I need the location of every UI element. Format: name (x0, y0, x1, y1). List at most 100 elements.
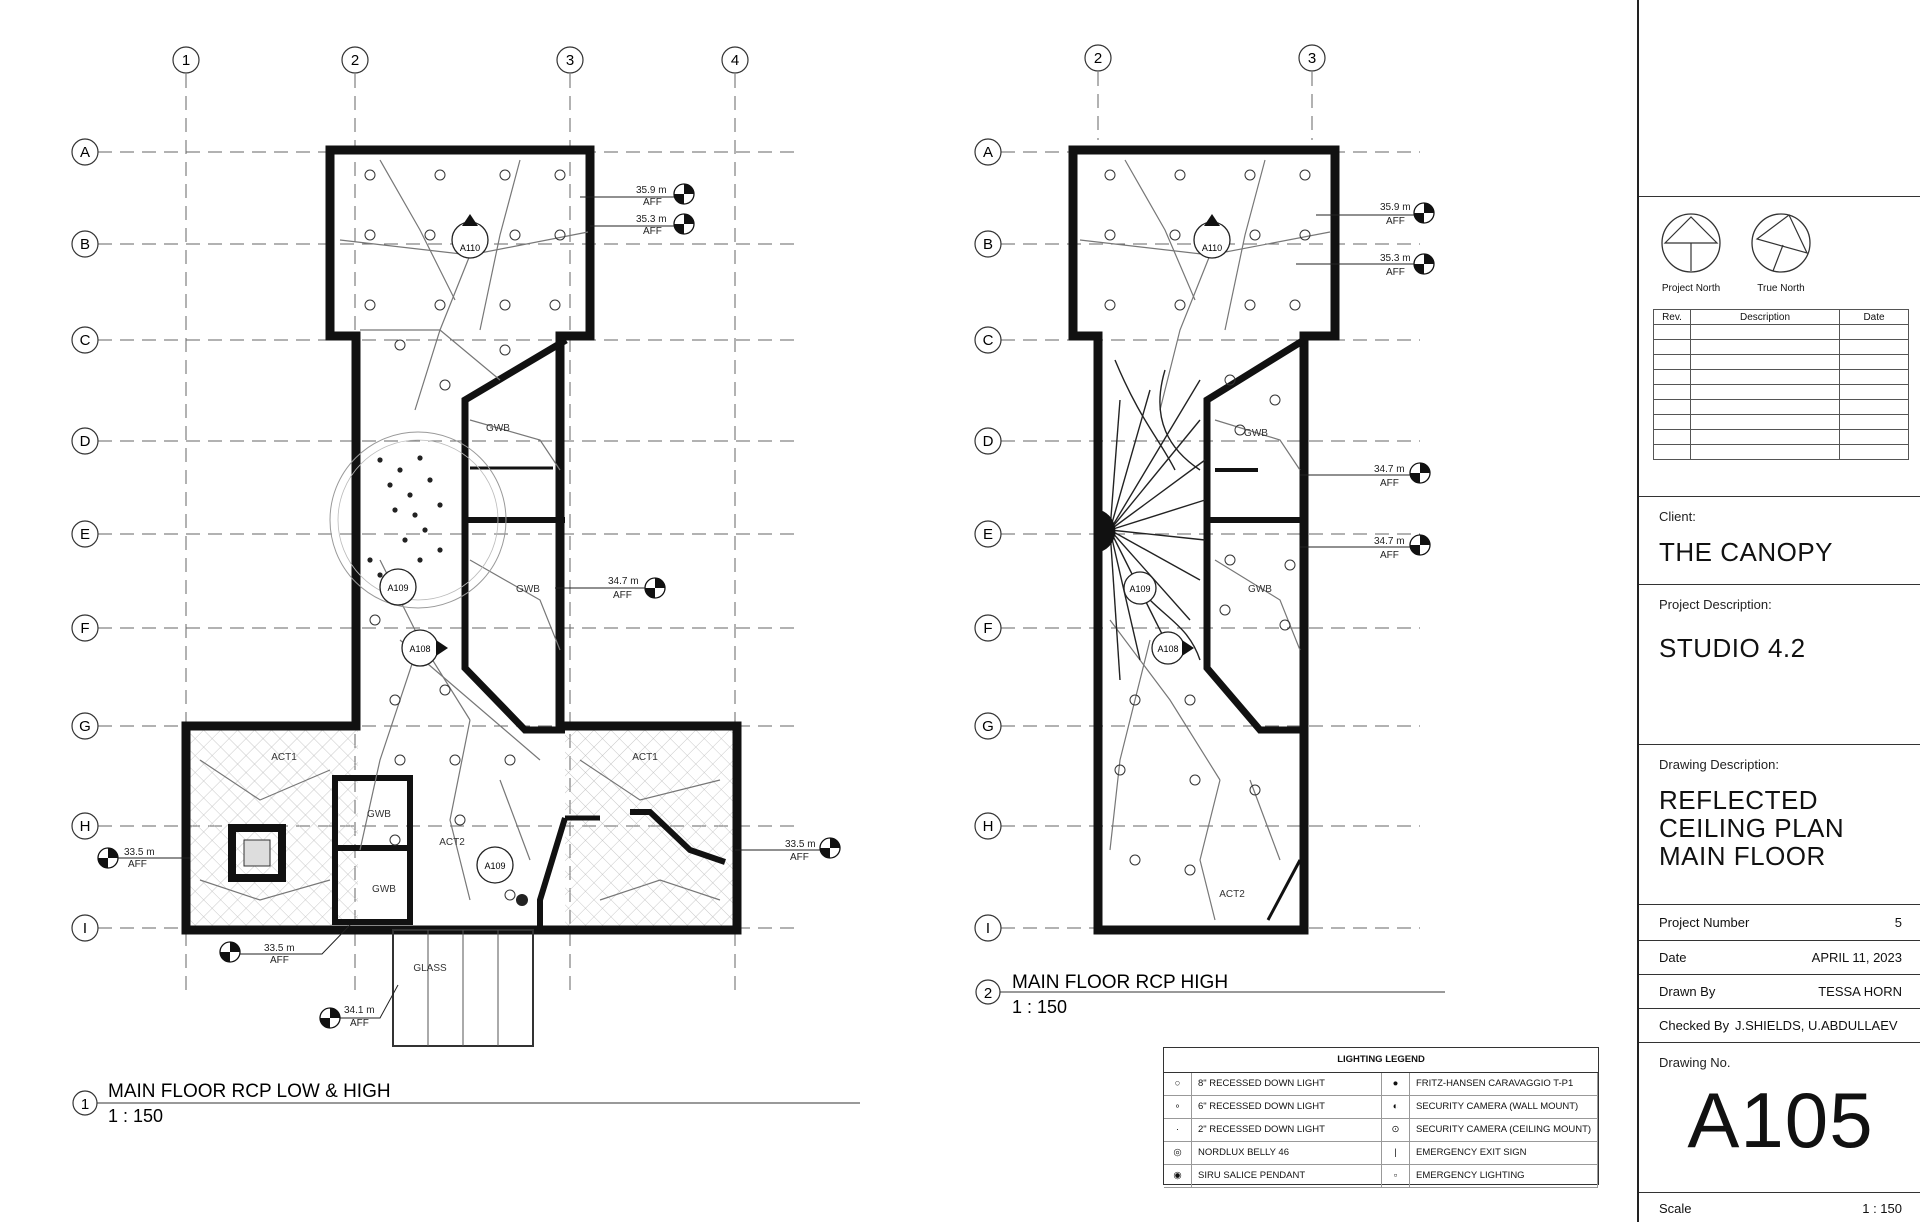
svg-text:B: B (983, 236, 993, 253)
floor-plan-drawing: GWB GWB ACT1 ACT1 GWB ACT2 GWB GLASS A11… (71, 44, 1445, 1126)
grid-bubble-row: F (974, 614, 1002, 642)
grid-bubble-col: 3 (1298, 44, 1326, 72)
project-number: 5 (1894, 915, 1902, 930)
grid-bubble-row: G (974, 712, 1002, 740)
view-number: 2 (984, 985, 992, 1002)
view-scale: 1 : 150 (1012, 997, 1067, 1017)
ring-tiny-icon: ∘ (1164, 1096, 1192, 1119)
section-tag: A108 (409, 644, 430, 654)
target-icon: ◎ (1164, 1142, 1192, 1165)
grid-bubble-row: I (974, 914, 1002, 942)
elevation-marker: 33.5 m AFF (97, 847, 190, 870)
revision-cell (1690, 444, 1840, 460)
room-tag: GWB (486, 423, 510, 434)
revision-cell (1690, 384, 1840, 400)
elevation-marker: 34.7 m AFF (1300, 534, 1431, 561)
grid-bubble-row: B (974, 230, 1002, 258)
revision-row (1653, 414, 1909, 430)
rev-header: Rev. (1653, 309, 1691, 325)
view-title: MAIN FLOOR RCP HIGH (1012, 972, 1228, 993)
svg-text:AFF: AFF (613, 590, 632, 601)
svg-text:AFF: AFF (1380, 478, 1399, 489)
revision-cell (1839, 384, 1909, 400)
section-tag: A109 (484, 861, 505, 871)
section-tag: A110 (460, 243, 480, 253)
revision-cell (1690, 399, 1840, 415)
grid-bubble-col: 2 (341, 46, 369, 74)
svg-text:AFF: AFF (790, 852, 809, 863)
grid-bubble-row: E (71, 520, 99, 548)
revision-cell (1690, 414, 1840, 430)
grid-bubble-col: 2 (1084, 44, 1112, 72)
client-name: THE CANOPY (1659, 537, 1834, 567)
drawing-desc-line: MAIN FLOOR (1659, 841, 1826, 871)
revision-cell (1690, 369, 1840, 385)
svg-text:34.7 m: 34.7 m (1374, 536, 1405, 547)
grid-bubble-row: D (71, 427, 99, 455)
project-description-section: Project Description: STUDIO 4.2 (1639, 584, 1920, 744)
elevation-marker: 35.3 m AFF (1296, 253, 1435, 278)
section-tag: A110 (1202, 243, 1222, 253)
legend-label: SECURITY CAMERA (CEILING MOUNT) (1410, 1119, 1598, 1142)
revision-row (1653, 324, 1909, 340)
client-label: Client: (1659, 509, 1696, 524)
revision-cell (1653, 444, 1691, 460)
ring-small-icon: ○ (1164, 1073, 1192, 1096)
legend-label: EMERGENCY EXIT SIGN (1410, 1142, 1598, 1165)
section-tag: A109 (387, 583, 408, 593)
svg-text:E: E (80, 526, 90, 543)
svg-text:C: C (80, 332, 91, 349)
elevation-marker: 35.9 m AFF (1316, 202, 1435, 227)
grid-bubble-row: C (974, 326, 1002, 354)
svg-text:A: A (80, 144, 90, 161)
drawing-description-section: Drawing Description: REFLECTED CEILING P… (1639, 744, 1920, 904)
revision-cell (1690, 354, 1840, 370)
room-tag: ACT1 (632, 752, 658, 763)
svg-text:I: I (83, 920, 87, 937)
elevation-marker: 34.7 m AFF (1300, 462, 1431, 489)
view1-elevation-markers: 35.9 m AFF 35.3 m AFF 34.7 m AFF 33.5 m … (97, 183, 841, 1029)
view1-room-tags: GWB GWB ACT1 ACT1 GWB ACT2 GWB GLASS (271, 423, 658, 974)
elevation-marker: 33.5 m AFF (735, 837, 841, 863)
svg-text:A: A (983, 144, 993, 161)
svg-text:4: 4 (731, 52, 739, 69)
grid-bubble-row: A (974, 138, 1002, 166)
view-scale: 1 : 150 (108, 1106, 163, 1126)
svg-text:AFF: AFF (1386, 267, 1405, 278)
revision-cell (1653, 339, 1691, 355)
revision-cell (1839, 414, 1909, 430)
svg-text:2: 2 (351, 52, 359, 69)
drawing-number: A105 (1687, 1076, 1874, 1164)
revision-cell (1690, 339, 1840, 355)
grid-bubble-row: G (71, 712, 99, 740)
revision-cell (1653, 324, 1691, 340)
svg-text:3: 3 (1308, 50, 1316, 67)
revision-cell (1653, 399, 1691, 415)
drawn-by: TESSA HORN (1818, 984, 1902, 999)
view2-title: 2 MAIN FLOOR RCP HIGH 1 : 150 (975, 972, 1445, 1017)
dot-solid-icon: ● (1382, 1073, 1410, 1096)
legend-label: 6" RECESSED DOWN LIGHT (1192, 1096, 1382, 1119)
room-tag: GWB (1248, 584, 1272, 595)
drawing-desc-line: CEILING PLAN (1659, 813, 1845, 843)
svg-text:33.5 m: 33.5 m (785, 839, 816, 850)
svg-text:E: E (983, 526, 993, 543)
checked-by-label: Checked By (1659, 1018, 1730, 1033)
scale-row: Scale 1 : 150 (1639, 1192, 1920, 1222)
date-row: Date APRIL 11, 2023 (1639, 940, 1920, 974)
svg-text:35.9 m: 35.9 m (1380, 202, 1411, 213)
grid-bubble-col: 4 (721, 46, 749, 74)
svg-text:G: G (982, 718, 994, 735)
revision-cell (1653, 354, 1691, 370)
svg-text:AFF: AFF (1380, 550, 1399, 561)
revision-row (1653, 369, 1909, 385)
revision-row (1653, 354, 1909, 370)
client-section: Client: THE CANOPY (1639, 496, 1920, 584)
view1-section-markers: A110 A109 A108 A109 (379, 214, 514, 884)
svg-text:AFF: AFF (1386, 216, 1405, 227)
view-number: 1 (81, 1096, 89, 1113)
date-label: Date (1659, 950, 1687, 965)
project-north-icon (1661, 213, 1721, 273)
svg-text:34.7 m: 34.7 m (1374, 464, 1405, 475)
room-tag: GLASS (413, 963, 447, 974)
